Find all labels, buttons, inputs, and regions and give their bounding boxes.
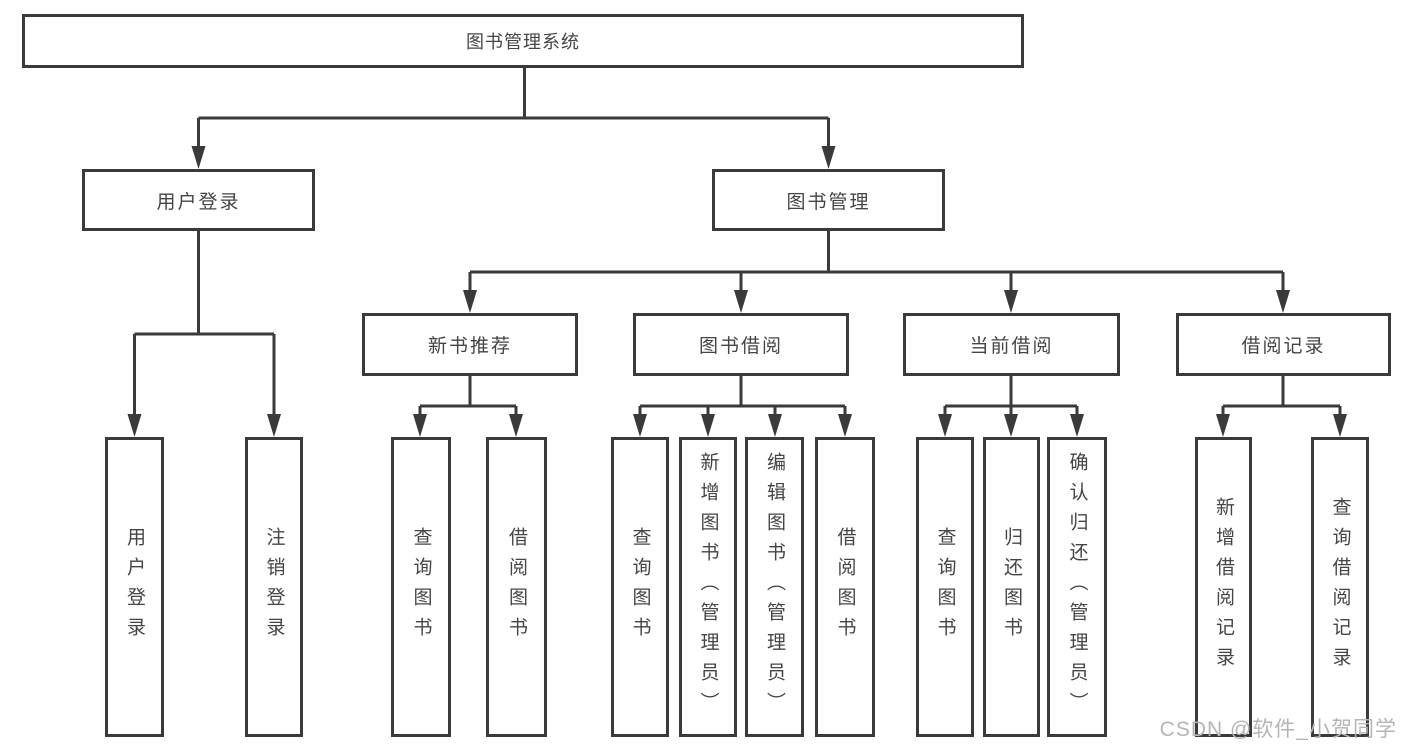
node-label: 当前借阅	[969, 336, 1054, 357]
node-label: 用户登录	[156, 191, 241, 213]
node-label: 注销登录	[263, 527, 285, 647]
node-label: 查询图书	[410, 527, 432, 647]
node-label: 借阅图书	[834, 527, 856, 647]
node-label: 图书管理系统	[466, 32, 580, 52]
node-label: 图书借阅	[698, 336, 783, 357]
node-label: 新书推荐	[427, 336, 512, 357]
leaf-recommend-borrow-books: 借阅图书	[486, 437, 547, 737]
node-label: 图书管理	[786, 191, 871, 213]
leaf-user-login: 用户登录	[105, 437, 164, 737]
node-label: 借阅图书	[506, 527, 527, 647]
node-book-borrowing: 图书借阅	[633, 313, 849, 376]
node-label: 新增图书（管理员）	[697, 452, 719, 722]
leaf-borrowing-add-books-admin: 新增图书（管理员）	[679, 437, 737, 737]
node-label: 借阅记录	[1241, 336, 1326, 357]
node-new-book-recommend: 新书推荐	[362, 313, 578, 376]
node-label: 查询借阅记录	[1329, 497, 1351, 677]
node-label: 确认归还（管理员）	[1066, 452, 1088, 722]
leaf-logout-login: 注销登录	[245, 437, 303, 737]
leaf-borrowing-query-books: 查询图书	[611, 437, 669, 737]
leaf-records-query-record: 查询借阅记录	[1311, 437, 1369, 737]
leaf-recommend-query-books: 查询图书	[391, 437, 451, 737]
node-label: 新增借阅记录	[1213, 497, 1234, 677]
leaf-current-return-books: 归还图书	[983, 437, 1040, 737]
node-current-borrowing: 当前借阅	[903, 313, 1120, 376]
leaf-current-query-books: 查询图书	[916, 437, 974, 737]
node-label: 用户登录	[124, 527, 145, 647]
leaf-records-add-record: 新增借阅记录	[1195, 437, 1252, 737]
watermark: CSDN @软件_小贺同学	[1159, 718, 1397, 741]
node-user-login: 用户登录	[82, 169, 315, 231]
node-label: 查询图书	[629, 527, 651, 647]
node-borrow-records: 借阅记录	[1176, 313, 1391, 376]
leaf-borrowing-edit-books-admin: 编辑图书（管理员）	[745, 437, 804, 737]
node-library-system: 图书管理系统	[22, 14, 1024, 68]
node-book-management: 图书管理	[712, 169, 945, 231]
leaf-current-confirm-return-admin: 确认归还（管理员）	[1047, 437, 1107, 737]
leaf-borrowing-borrow-books: 借阅图书	[815, 437, 875, 737]
node-label: 归还图书	[1001, 527, 1022, 647]
node-label: 编辑图书（管理员）	[764, 452, 785, 722]
node-label: 查询图书	[934, 527, 956, 647]
